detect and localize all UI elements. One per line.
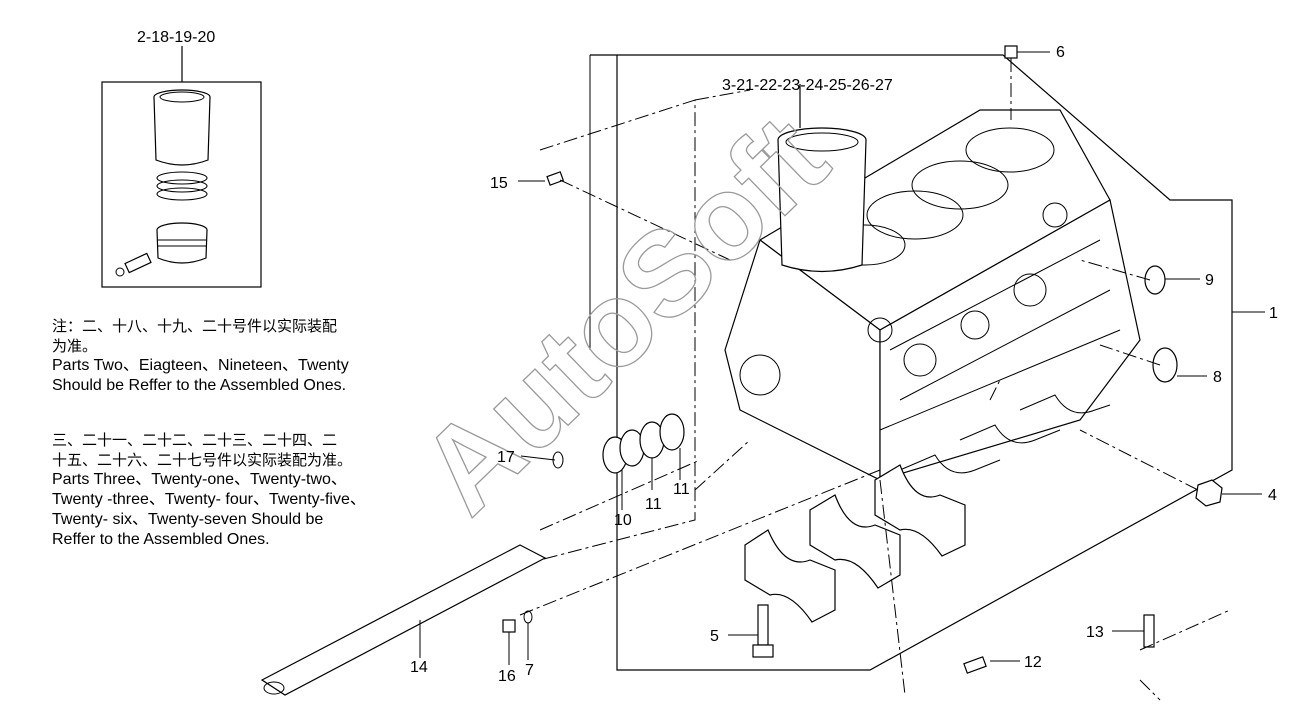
seal-rings xyxy=(602,413,685,510)
note2-en-line3: Twenty- six、Twenty-seven Should be xyxy=(52,511,324,528)
note2-zh-line2: 十五、二十六、二十七号件以实际装配为准。 xyxy=(52,451,353,469)
callout-4: 4 xyxy=(1268,487,1277,504)
small-parts xyxy=(502,45,1265,701)
callout-5: 5 xyxy=(710,628,719,645)
note1-en-line2: Should be Reffer to the Assembled Ones. xyxy=(52,377,347,394)
callout-8: 8 xyxy=(1213,369,1222,386)
block-frame xyxy=(590,54,1233,671)
oil-rod xyxy=(260,544,547,696)
callout-3-27: 3-21-22-23-24-25-26-27 xyxy=(722,77,893,94)
note2-en-line4: Reffer to the Assembled Ones. xyxy=(52,531,270,548)
callout-16: 16 xyxy=(498,668,516,685)
note-parts-3-21-27: 三、二十一、二十二、二十三、二十四、二 十五、二十六、二十七号件以实际装配为准。… xyxy=(52,430,432,550)
callout-17: 17 xyxy=(497,449,515,466)
callout-15: 15 xyxy=(490,175,508,192)
note1-zh-line2: 为准。 xyxy=(52,337,98,355)
callout-6: 6 xyxy=(1056,44,1065,61)
note1-en-line1: Parts Two、Eiagteen、Nineteen、Twenty xyxy=(52,357,349,374)
callout-13: 13 xyxy=(1086,624,1104,641)
callout-9: 9 xyxy=(1205,272,1214,289)
note2-zh-line1: 三、二十一、二十二、二十三、二十四、二 xyxy=(52,431,338,449)
callout-10: 10 xyxy=(614,512,632,529)
cylinder-liner xyxy=(777,84,867,273)
dashed-leaders xyxy=(519,179,1199,696)
callout-labels: 2-18-19-20 3-21-22-23-24-25-26-27 6 15 9… xyxy=(137,29,1278,685)
note1-zh-line1: 注：二、十八、十九、二十号件以实际装配 xyxy=(52,317,338,335)
callout-11-b: 11 xyxy=(673,481,690,498)
note2-en-line1: Parts Three、Twenty-one、Twenty-two、 xyxy=(52,471,347,488)
callout-11-a: 11 xyxy=(645,496,662,513)
cylinder-block xyxy=(724,109,1141,481)
note2-en-line2: Twenty -three、Twenty- four、Twenty-five、 xyxy=(52,491,366,508)
callout-1: 1 xyxy=(1269,305,1278,322)
callout-7: 7 xyxy=(525,662,534,679)
callout-12: 12 xyxy=(1024,654,1042,671)
note-parts-2-18-19-20: 注：二、十八、十九、二十号件以实际装配 为准。 Parts Two、Eiagte… xyxy=(52,316,432,396)
piston-inset xyxy=(101,46,262,288)
callout-14: 14 xyxy=(410,659,428,676)
callout-2-18-19-20: 2-18-19-20 xyxy=(137,29,215,46)
bearing-caps xyxy=(744,464,966,623)
